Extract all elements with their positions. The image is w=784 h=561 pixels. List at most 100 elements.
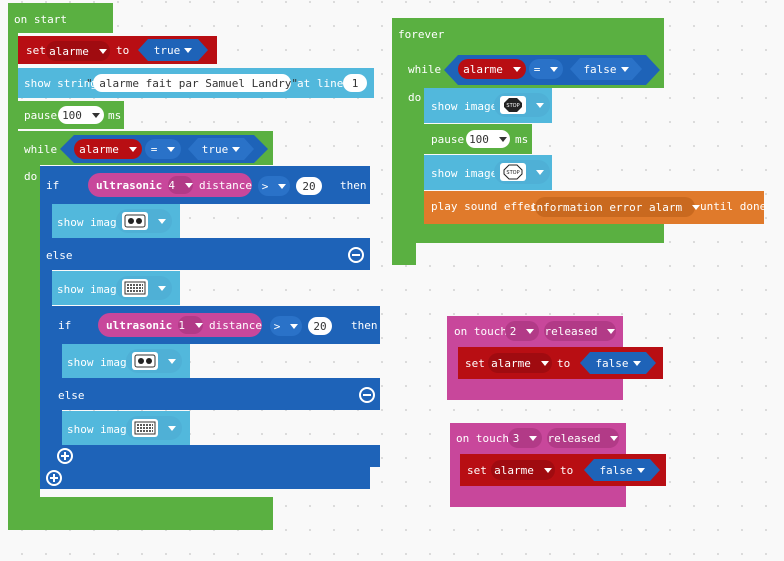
variable-alarme[interactable]: alarme — [458, 59, 526, 79]
chevron-down-icon — [536, 169, 544, 175]
image-dropdown[interactable] — [126, 349, 182, 373]
minus-icon[interactable] — [348, 247, 364, 263]
chevron-down-icon — [607, 328, 616, 334]
ms-label: ms — [108, 109, 122, 122]
svg-text:STOP: STOP — [506, 170, 519, 176]
image-dropdown[interactable] — [116, 209, 172, 233]
svg-text:STOP: STOP — [506, 103, 519, 109]
variable-dropdown[interactable]: alarme — [488, 353, 552, 373]
chevron-down-icon — [184, 48, 192, 53]
plus-icon[interactable] — [57, 448, 73, 464]
event-dropdown[interactable]: released — [544, 321, 616, 341]
to-label: to — [557, 357, 571, 370]
line-number-input[interactable]: 1 — [343, 74, 367, 92]
pause-dropdown[interactable]: 100 — [466, 130, 510, 148]
pattern-icon — [132, 419, 158, 437]
port-dropdown[interactable]: 1 — [178, 316, 204, 334]
operator-dropdown[interactable]: > — [270, 316, 302, 336]
to-label: to — [116, 44, 130, 57]
image-dropdown[interactable]: STOP — [494, 93, 550, 117]
variable-dropdown[interactable]: alarme — [491, 460, 555, 480]
chevron-down-icon — [128, 146, 137, 152]
pause-label: pause — [431, 133, 465, 146]
while-rail — [402, 52, 424, 224]
operator-dropdown[interactable]: = — [529, 59, 563, 79]
face-eyes-icon — [132, 352, 158, 370]
to-label: to — [560, 464, 574, 477]
show-image-label: show image — [431, 100, 498, 113]
chevron-down-icon — [158, 285, 166, 291]
show-image-label: show image — [57, 216, 124, 229]
forever-footer — [392, 224, 664, 243]
chevron-down-icon — [543, 467, 552, 473]
then-label: then — [351, 319, 378, 332]
show-image-label: show image — [67, 423, 134, 436]
minus-icon[interactable] — [359, 387, 375, 403]
if-rail — [40, 166, 52, 488]
on-start-footer — [8, 497, 273, 530]
boolean-true-dropdown[interactable]: true — [188, 138, 254, 160]
set-label: set — [467, 464, 487, 477]
chevron-down-icon — [98, 48, 107, 54]
chevron-down-icon — [91, 112, 100, 118]
boolean-false-dropdown[interactable]: false — [584, 459, 660, 481]
on-start-header[interactable] — [8, 3, 113, 33]
chevron-down-icon — [512, 66, 521, 72]
chevron-down-icon — [692, 204, 701, 210]
show-string-label: show string — [24, 77, 97, 90]
pause-label: pause — [24, 109, 58, 122]
event-dropdown[interactable]: released — [547, 428, 619, 448]
chevron-down-icon — [194, 322, 203, 328]
on-touch-label: on touch — [454, 325, 507, 338]
stop-sign-icon: STOP — [500, 163, 526, 181]
on-touch-label: on touch — [456, 432, 509, 445]
pin-dropdown[interactable]: 2 — [505, 321, 539, 341]
boolean-true-dropdown[interactable]: true — [138, 39, 208, 61]
chevron-down-icon — [184, 182, 193, 188]
sound-dropdown[interactable]: information error alarm — [530, 197, 701, 217]
chevron-down-icon — [633, 361, 641, 366]
chevron-down-icon — [529, 435, 538, 441]
chevron-down-icon — [536, 102, 544, 108]
plus-icon[interactable] — [46, 470, 62, 486]
boolean-false-dropdown[interactable]: false — [580, 352, 656, 374]
boolean-false-dropdown[interactable]: false — [570, 58, 642, 80]
show-image-label: show image — [431, 167, 498, 180]
chevron-down-icon — [168, 425, 176, 431]
while-label: while — [24, 143, 58, 156]
chevron-down-icon — [168, 358, 176, 364]
image-dropdown[interactable] — [126, 416, 182, 440]
number-input[interactable]: 20 — [296, 177, 322, 195]
operator-dropdown[interactable]: = — [145, 139, 181, 159]
pause-dropdown[interactable]: 100 — [58, 106, 104, 124]
on-start-left-rail — [8, 3, 18, 530]
chevron-down-icon — [550, 66, 559, 72]
pin-dropdown[interactable]: 3 — [508, 428, 542, 448]
chevron-down-icon — [526, 328, 535, 334]
variable-dropdown[interactable]: alarme — [46, 41, 110, 61]
chevron-down-icon — [158, 218, 166, 224]
while-rail — [18, 131, 40, 501]
show-image-label: show image — [57, 283, 124, 296]
forever-rail — [392, 18, 402, 265]
else-label: else — [46, 249, 73, 262]
port-dropdown[interactable]: 4 — [168, 176, 194, 194]
number-input[interactable]: 20 — [308, 317, 332, 335]
variable-alarme[interactable]: alarme — [74, 139, 142, 159]
do-label: do — [24, 170, 38, 183]
string-input[interactable]: " alarme fait par Samuel Landry" — [86, 74, 298, 92]
ultrasonic-distance-block[interactable]: ultrasonic 4 distance — [88, 173, 252, 197]
chevron-down-icon — [621, 67, 629, 72]
forever-header[interactable] — [392, 18, 664, 56]
chevron-down-icon — [637, 468, 645, 473]
at-line-label: at line — [297, 77, 344, 90]
operator-dropdown[interactable]: > — [258, 176, 290, 196]
else-block — [40, 238, 370, 270]
ms-label: ms — [515, 133, 529, 146]
chevron-down-icon — [290, 323, 299, 329]
ultrasonic-distance-block[interactable]: ultrasonic 1 distance — [98, 313, 262, 337]
chevron-down-icon — [232, 147, 240, 152]
image-dropdown[interactable] — [116, 276, 172, 300]
do-label: do — [408, 91, 422, 104]
image-dropdown[interactable]: STOP — [494, 160, 550, 184]
